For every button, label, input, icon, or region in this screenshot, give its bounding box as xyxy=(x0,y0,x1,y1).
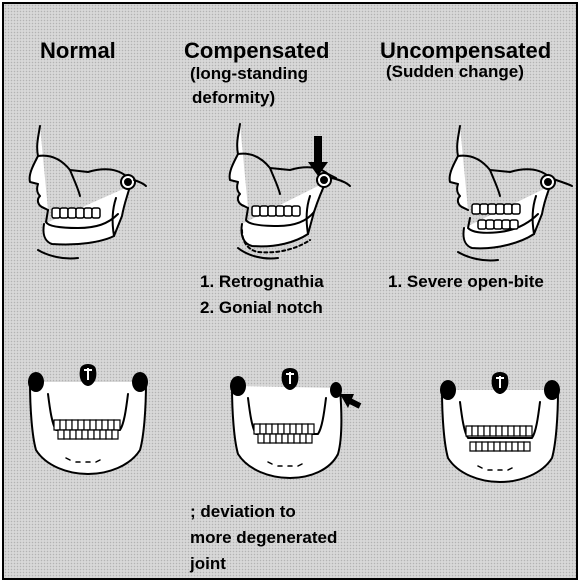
note-compensated-2: 2. Gonial notch xyxy=(200,298,323,318)
subheading-compensated-line2: deformity) xyxy=(192,88,275,108)
frontal-mandible-compensated xyxy=(218,364,364,486)
profile-skull-uncompensated xyxy=(438,124,578,264)
note-deviation-line1: ; deviation to xyxy=(190,502,296,522)
joint-arrow xyxy=(340,394,360,408)
subheading-uncompensated: (Sudden change) xyxy=(386,62,524,82)
heading-uncompensated: Uncompensated xyxy=(380,38,551,64)
frontal-mandible-uncompensated xyxy=(430,366,570,490)
heading-compensated: Compensated xyxy=(184,38,329,64)
heading-normal: Normal xyxy=(40,38,116,64)
note-deviation-line3: joint xyxy=(190,554,226,574)
note-uncompensated-1: 1. Severe open-bite xyxy=(388,272,544,292)
note-compensated-1: 1. Retrognathia xyxy=(200,272,324,292)
frontal-mandible-normal xyxy=(18,358,158,482)
subheading-compensated-line1: (long-standing xyxy=(190,64,308,84)
figure-panel: Normal Compensated (long-standing deform… xyxy=(2,2,578,580)
profile-skull-normal xyxy=(18,124,148,264)
profile-skull-compensated xyxy=(218,120,358,270)
note-deviation-line2: more degenerated xyxy=(190,528,337,548)
condyle-arrow xyxy=(308,136,328,176)
